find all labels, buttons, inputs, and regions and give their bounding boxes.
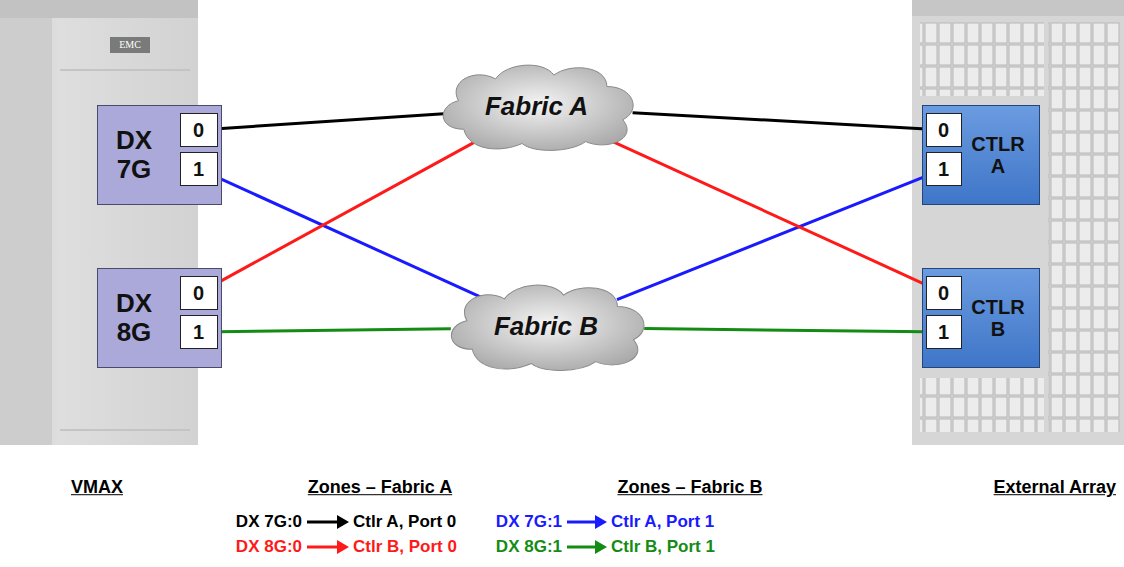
port-number: 1 — [927, 158, 960, 180]
zone-arrows — [307, 515, 607, 554]
fabric-name: Fabric A — [432, 91, 641, 120]
controller-box: CTLR B 0 1 — [922, 268, 1040, 368]
cabinet-top — [0, 0, 198, 18]
director-box: DX 7G 0 1 — [97, 105, 222, 205]
port-number: 1 — [927, 321, 960, 343]
zone-target: Ctlr B, Port 1 — [611, 537, 715, 557]
disk-slots — [920, 22, 1044, 96]
fabric-link — [218, 178, 482, 298]
zone-heading: Zones – Fabric B — [617, 477, 762, 499]
zone-arrow-head — [337, 515, 349, 529]
port-number: 0 — [181, 119, 216, 141]
zone-target: Ctlr B, Port 0 — [353, 537, 457, 557]
disk-slots — [920, 378, 1044, 432]
port-box: 0 — [926, 113, 962, 147]
fabric-cloud: Fabric A — [432, 58, 644, 153]
fabric-name: Fabric B — [440, 311, 652, 340]
brand-mark: EMC — [119, 39, 141, 51]
fabric-link — [617, 176, 926, 299]
zone-source: DX 7G:0 — [236, 512, 302, 532]
zone-source: DX 7G:1 — [496, 512, 562, 532]
zone-heading: Zones – Fabric A — [308, 477, 452, 499]
zone-arrow-head — [595, 540, 607, 554]
zone-arrow — [307, 521, 339, 524]
port-box: 1 — [180, 152, 218, 186]
fabric-link — [218, 114, 444, 129]
zone-arrow-head — [595, 515, 607, 529]
zone-source: DX 8G:1 — [496, 537, 562, 557]
zone-target: Ctlr A, Port 0 — [353, 512, 456, 532]
cabinet-trim — [60, 429, 190, 431]
cabinet-trim — [60, 69, 190, 71]
fabric-link — [644, 329, 926, 332]
director-box: DX 8G 0 1 — [97, 268, 222, 368]
zone-arrow-head — [337, 540, 349, 554]
system-name: VMAX — [71, 477, 123, 499]
port-box: 1 — [926, 152, 962, 186]
vmax-cabinet — [0, 0, 198, 445]
port-box: 0 — [180, 113, 218, 147]
controller-box: CTLR A 0 1 — [922, 105, 1040, 205]
port-number: 0 — [927, 282, 960, 304]
cabinet-body — [0, 0, 198, 445]
port-box: 1 — [180, 315, 218, 349]
zone-source: DX 8G:0 — [236, 537, 302, 557]
port-box: 0 — [180, 276, 218, 310]
system-name: External Array — [994, 477, 1116, 499]
controller-name: CTLR A — [967, 133, 1029, 177]
cabinet-side — [0, 0, 52, 445]
port-box: 0 — [926, 276, 962, 310]
fabric-link — [602, 137, 926, 285]
zone-arrow — [307, 546, 339, 549]
port-number: 0 — [181, 282, 216, 304]
controller-name: CTLR B — [967, 296, 1029, 340]
fabric-link — [633, 113, 926, 129]
array-top — [912, 0, 1124, 16]
port-number: 0 — [927, 119, 960, 141]
external-array — [912, 0, 1124, 445]
array-body — [912, 0, 1124, 445]
zone-arrow — [567, 546, 597, 549]
disk-slots — [1048, 22, 1120, 432]
port-number: 1 — [181, 158, 216, 180]
zone-arrow — [567, 521, 597, 524]
port-number: 1 — [181, 321, 216, 343]
zone-target: Ctlr A, Port 1 — [611, 512, 714, 532]
fabric-link — [218, 329, 451, 332]
fabric-cloud: Fabric B — [440, 278, 655, 373]
port-box: 1 — [926, 315, 962, 349]
director-name: DX 8G — [104, 289, 164, 346]
fabric-link — [218, 139, 480, 282]
logo-plate — [110, 37, 150, 53]
director-name: DX 7G — [104, 126, 164, 183]
